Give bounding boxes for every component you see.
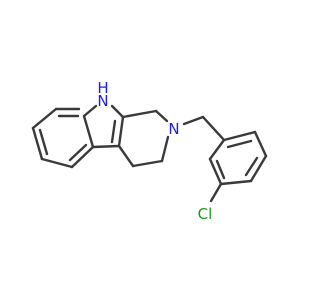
bond [117,115,125,148]
double-bond-inner [215,159,226,180]
bond [31,126,44,161]
bond [91,144,121,149]
bond [253,130,268,158]
piperidine-ring [117,109,170,168]
bond [201,115,226,142]
nitrogen-label: N [97,92,108,110]
benzo-ring [31,107,95,169]
hydrogen-label: H [97,79,108,97]
bond [249,154,268,183]
benzyl-linker [182,115,226,142]
chlorine-label: Cl [198,205,213,223]
pyrrole-ring [82,104,125,149]
bond [131,159,164,168]
molecule-drawing: H N N Cl [31,79,268,223]
bond [31,107,58,130]
double-bond-inner [244,156,259,177]
bond [209,182,223,203]
bond [82,104,98,118]
nh-group: H N [97,79,108,110]
bond [110,104,125,119]
bond [208,157,223,186]
double-bond-inner [68,143,88,162]
bond [82,114,95,149]
bond [219,179,253,186]
double-bond-inner [226,139,253,149]
bond [121,109,158,119]
double-bond-inner [110,119,117,144]
bond [208,138,226,161]
bond [117,144,135,168]
bond [40,157,74,169]
bond [70,145,95,169]
bond [154,109,169,123]
bond [182,115,205,126]
bond [222,130,257,142]
amine-nitrogen-label: N [168,120,179,138]
structure-canvas: H N N Cl [31,79,268,223]
bond [160,135,170,163]
chlorophenyl-ring [208,130,268,203]
double-bond-inner [38,128,49,156]
